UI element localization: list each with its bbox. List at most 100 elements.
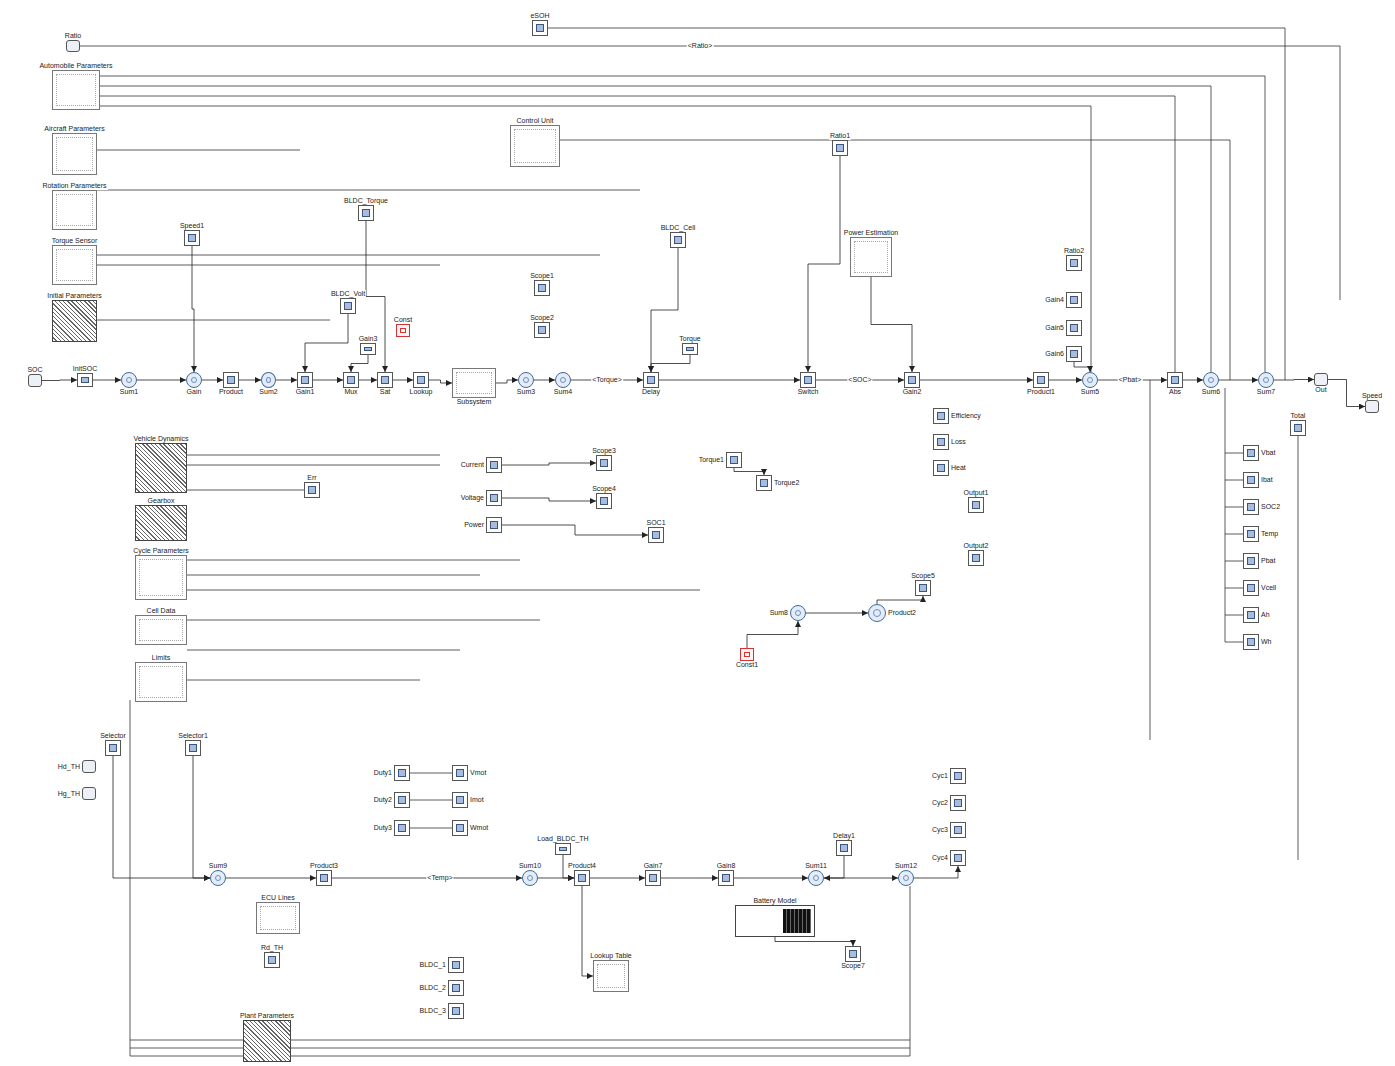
block-name: Sum11 bbox=[804, 862, 828, 870]
block-name: Sum7 bbox=[1256, 388, 1276, 396]
port-block: Speed bbox=[1365, 400, 1379, 413]
signal-connector bbox=[651, 355, 690, 372]
block-name: Vcell bbox=[1260, 584, 1277, 592]
block-name: Torque1 bbox=[698, 456, 725, 464]
function-block: Duty3 bbox=[394, 820, 410, 836]
subsystem-block: Subsystem bbox=[452, 368, 496, 398]
function-block: Scope3 bbox=[596, 455, 612, 471]
signal-connector bbox=[775, 937, 853, 946]
block-name: Delay1 bbox=[832, 832, 856, 840]
sum-block: Sum10 bbox=[522, 870, 538, 886]
block-icon bbox=[1087, 377, 1093, 383]
block-name: Abs bbox=[1168, 388, 1182, 396]
block-icon bbox=[452, 1007, 460, 1015]
function-block: Efficiency bbox=[933, 408, 949, 424]
block-icon bbox=[649, 874, 657, 882]
block-icon bbox=[126, 377, 132, 383]
block-icon bbox=[686, 347, 694, 351]
function-block: Torque2 bbox=[756, 475, 772, 491]
block-icon bbox=[560, 377, 566, 383]
block-name: Gain2 bbox=[902, 388, 923, 396]
block-name: Gain3 bbox=[358, 335, 379, 343]
subsystem-block: Power Estimation bbox=[850, 237, 892, 277]
block-name: Err bbox=[306, 474, 317, 482]
block-icon bbox=[109, 744, 117, 752]
sum-block: Sum4 bbox=[555, 372, 571, 388]
function-block: Ibat bbox=[1243, 472, 1259, 488]
subsystem-block: Aircraft Parameters bbox=[52, 133, 97, 175]
block-icon bbox=[417, 376, 425, 384]
function-block: Product bbox=[223, 372, 239, 388]
function-block: eSOH bbox=[532, 20, 548, 36]
block-icon bbox=[308, 486, 316, 494]
signal-connector bbox=[202, 380, 223, 381]
block-icon bbox=[972, 554, 980, 562]
function-block: Gain5 bbox=[1066, 320, 1082, 336]
block-name: Efficiency bbox=[950, 412, 982, 420]
block-name: Ibat bbox=[1260, 476, 1274, 484]
signal-connector bbox=[1274, 379, 1314, 381]
block-icon bbox=[674, 236, 682, 244]
block-name: Battery Model bbox=[752, 897, 797, 905]
block-icon bbox=[1247, 584, 1255, 592]
block-name: Limits bbox=[151, 654, 171, 662]
block-icon bbox=[215, 875, 221, 881]
port-block: Hg_TH bbox=[82, 787, 96, 800]
block-icon bbox=[398, 796, 406, 804]
block-icon bbox=[56, 137, 93, 171]
block-icon bbox=[954, 826, 962, 834]
function-block: Rd_TH bbox=[264, 952, 280, 968]
signal-connector bbox=[276, 380, 297, 381]
function-block: Product4 bbox=[574, 870, 590, 886]
block-icon bbox=[1171, 376, 1179, 384]
sum-block: Gain bbox=[186, 372, 202, 388]
block-name: Sum4 bbox=[553, 388, 573, 396]
function-block: Loss bbox=[933, 434, 949, 450]
block-icon bbox=[836, 144, 844, 152]
port-block: Ratio bbox=[66, 40, 80, 52]
function-block: Scope2 bbox=[534, 322, 550, 338]
block-icon bbox=[456, 372, 492, 394]
block-name: Gain8 bbox=[716, 862, 737, 870]
block-name: Ratio bbox=[64, 32, 82, 40]
signal-label: <Ratio> bbox=[687, 42, 714, 50]
signal-connector bbox=[305, 314, 348, 372]
function-block: Sat bbox=[377, 372, 393, 388]
function-block: Gain3 bbox=[360, 343, 376, 355]
block-name: Sum12 bbox=[894, 862, 918, 870]
sum-block: Sum1 bbox=[121, 372, 137, 388]
block-name: Gearbox bbox=[147, 497, 176, 505]
signal-connector bbox=[914, 866, 958, 878]
block-icon bbox=[139, 559, 183, 596]
block-name: Out bbox=[1314, 386, 1327, 394]
block-icon bbox=[840, 844, 848, 852]
block-icon bbox=[1070, 324, 1078, 332]
subsystem-block: Automobile Parameters bbox=[52, 70, 100, 110]
block-icon bbox=[744, 652, 750, 657]
function-block: Abs bbox=[1167, 372, 1183, 388]
block-name: Sum5 bbox=[1080, 388, 1100, 396]
block-name: Lookup bbox=[409, 388, 434, 396]
function-block: Cyc4 bbox=[950, 850, 966, 866]
block-name: Temp bbox=[1260, 530, 1279, 538]
block-icon bbox=[490, 494, 498, 502]
function-block: Gain1 bbox=[297, 372, 313, 388]
block-name: Vehicle Dynamics bbox=[132, 435, 189, 443]
block-name: Scope5 bbox=[910, 572, 936, 580]
block-name: Current bbox=[460, 461, 485, 469]
function-block: Speed1 bbox=[184, 230, 200, 246]
function-block: Gain8 bbox=[718, 870, 734, 886]
block-icon bbox=[188, 234, 196, 242]
function-block: BLDC_3 bbox=[448, 1003, 464, 1019]
signal-label: <Pbat> bbox=[1118, 376, 1143, 384]
function-block: Gain2 bbox=[904, 372, 920, 388]
block-name: BLDC_Volt bbox=[330, 290, 366, 298]
block-icon bbox=[849, 950, 857, 958]
block-icon bbox=[490, 461, 498, 469]
block-icon bbox=[954, 854, 962, 862]
function-block: Cyc2 bbox=[950, 795, 966, 811]
block-icon bbox=[1247, 449, 1255, 457]
parameter-block: Plant Parameters bbox=[243, 1020, 291, 1062]
function-block: BLDC_Cell bbox=[670, 232, 686, 248]
signal-connector bbox=[93, 380, 121, 381]
